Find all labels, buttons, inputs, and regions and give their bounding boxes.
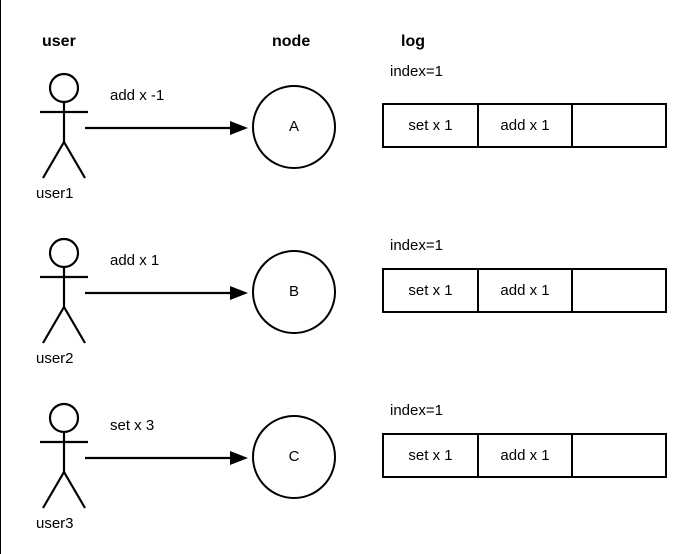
actor-user2: [40, 237, 88, 344]
circle-node-icon-a: [252, 85, 336, 169]
node-label-a: A: [288, 118, 299, 135]
message-label-row3: set x 3: [110, 417, 155, 434]
log-cell: [573, 270, 665, 311]
actor-label-user3: user3: [36, 515, 74, 532]
log-cell: set x 1: [384, 270, 479, 311]
message-label-row1: add x -1: [110, 87, 165, 104]
log-cell: add x 1: [479, 435, 573, 476]
column-header-node: node: [272, 33, 311, 50]
log-cell: set x 1: [384, 435, 479, 476]
node-label-b: B: [288, 283, 299, 300]
circle-node-icon-b: [252, 250, 336, 334]
circle-node-icon-c: [252, 415, 336, 499]
log-cell: [573, 435, 665, 476]
arrow-right-icon-row2: [85, 286, 248, 300]
index-label-row1: index=1: [390, 63, 443, 80]
log-table-row1: set x 1 add x 1: [382, 103, 667, 148]
node-label-c: C: [288, 448, 300, 465]
log-cell: set x 1: [384, 105, 479, 146]
actor-label-user2: user2: [36, 350, 74, 367]
actor-user3: [40, 402, 88, 509]
log-table-row3: set x 1 add x 1: [382, 433, 667, 478]
column-header-user: user: [42, 33, 76, 50]
log-cell: add x 1: [479, 270, 573, 311]
left-border-line: [0, 0, 1, 554]
index-label-row3: index=1: [390, 402, 443, 419]
arrow-right-icon-row3: [85, 451, 248, 465]
index-label-row2: index=1: [390, 237, 443, 254]
column-header-log: log: [401, 33, 425, 50]
log-table-row2: set x 1 add x 1: [382, 268, 667, 313]
log-cell: add x 1: [479, 105, 573, 146]
actor-label-user1: user1: [36, 185, 74, 202]
arrow-right-icon-row1: [85, 121, 248, 135]
message-label-row2: add x 1: [110, 252, 160, 269]
log-cell: [573, 105, 665, 146]
actor-user1: [40, 72, 88, 179]
